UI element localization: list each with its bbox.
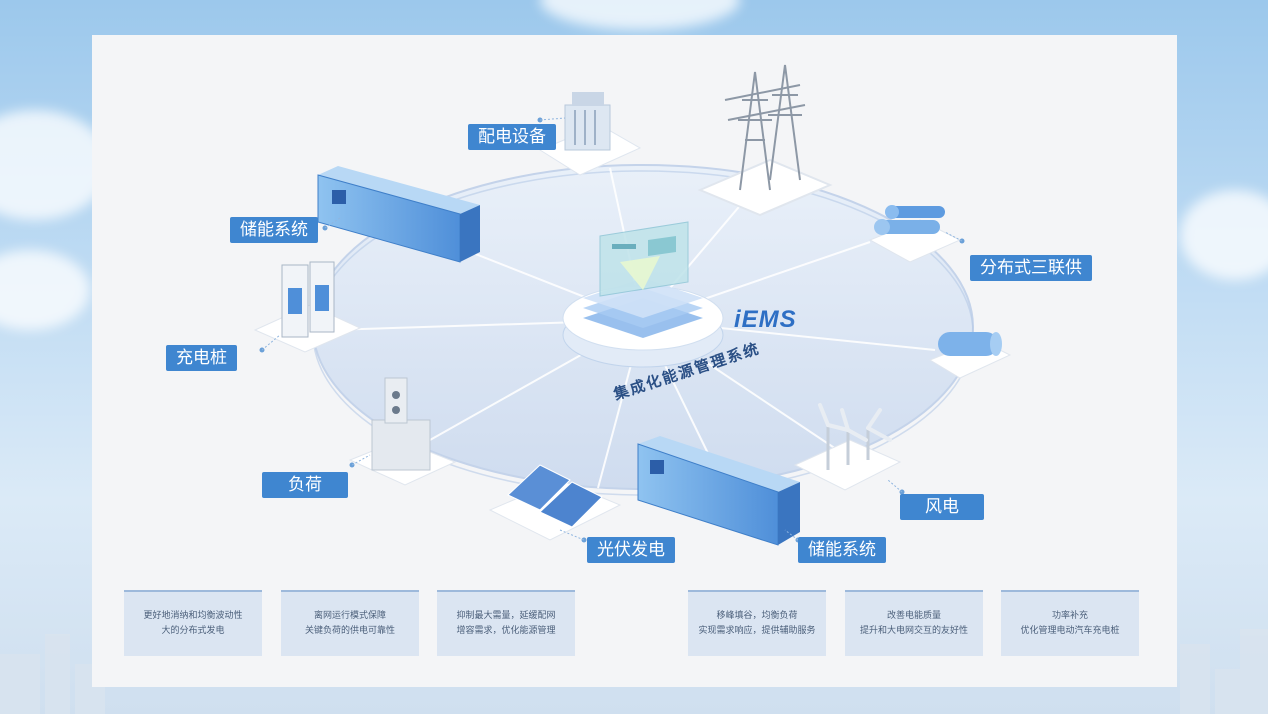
storage-tank — [928, 332, 1012, 379]
storage-container-bottom — [637, 436, 800, 546]
charging-piles — [253, 261, 362, 353]
benefit-line: 增容需求，优化能源管理 — [456, 626, 556, 636]
benefit-line: 更好地消纳和均衡波动性 — [143, 611, 243, 621]
benefit-box-3: 抑制最大需量，延缓配网 增容需求，优化能源管理 — [437, 590, 575, 656]
label-distribution: 配电设备 — [468, 124, 556, 150]
benefit-line: 功率补充 — [1051, 611, 1088, 621]
label-load: 负荷 — [262, 472, 348, 498]
distribution-equipment — [538, 92, 642, 176]
benefit-line: 移峰填谷，均衡负荷 — [716, 611, 798, 621]
cloud-right — [1180, 190, 1268, 280]
label-cchp: 分布式三联供 — [970, 255, 1092, 281]
benefit-line: 提升和大电网交互的友好性 — [859, 626, 968, 636]
benefit-box-5: 改善电能质量 提升和大电网交互的友好性 — [845, 590, 983, 656]
storage-container-top — [317, 166, 480, 263]
iems-logo: iEMS — [734, 306, 797, 333]
benefit-box-6: 功率补充 优化管理电动汽车充电桩 — [1001, 590, 1139, 656]
benefit-line: 抑制最大需量，延缓配网 — [456, 611, 556, 621]
benefit-box-4: 移峰填谷，均衡负荷 实现需求响应，提供辅助服务 — [688, 590, 826, 656]
city-skyline — [0, 629, 1268, 714]
label-storage-top: 储能系统 — [230, 217, 318, 243]
transmission-tower — [697, 64, 833, 217]
data-layers — [583, 278, 703, 338]
label-storage-bottom: 储能系统 — [798, 537, 886, 563]
wind-turbines — [793, 403, 902, 491]
label-wind: 风电 — [900, 494, 984, 520]
benefit-box-1: 更好地消纳和均衡波动性 大的分布式发电 — [124, 590, 262, 656]
label-charging: 充电桩 — [166, 345, 237, 371]
label-pv: 光伏发电 — [587, 537, 675, 563]
benefit-line: 关键负荷的供电可靠性 — [304, 626, 395, 636]
load-cabinet — [348, 377, 457, 486]
benefit-box-2: 离网运行模式保障 关键负荷的供电可靠性 — [281, 590, 419, 656]
benefit-line: 改善电能质量 — [886, 611, 941, 621]
benefit-line: 大的分布式发电 — [161, 626, 225, 636]
dashboard-screen — [599, 221, 689, 297]
benefit-line: 实现需求响应，提供辅助服务 — [698, 626, 816, 636]
benefit-line: 离网运行模式保障 — [313, 611, 386, 621]
benefit-line: 优化管理电动汽车充电桩 — [1020, 626, 1120, 636]
solar-panels — [488, 464, 622, 541]
